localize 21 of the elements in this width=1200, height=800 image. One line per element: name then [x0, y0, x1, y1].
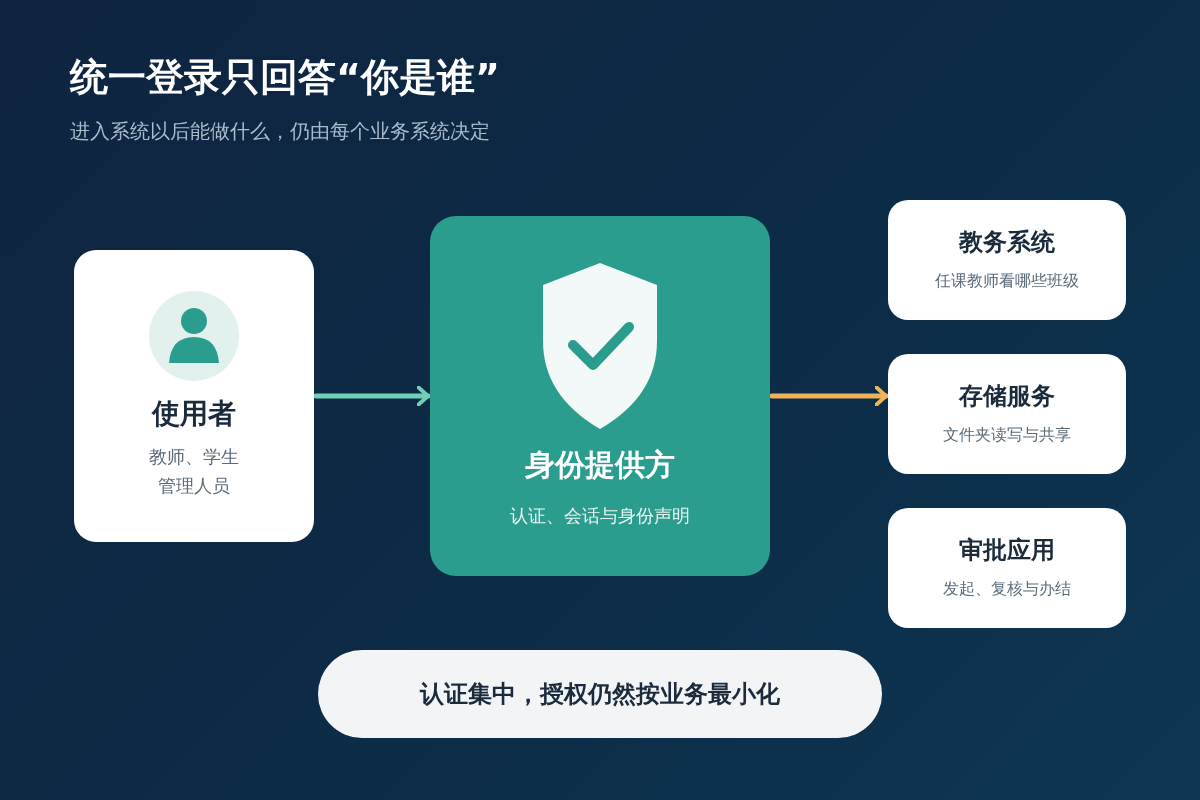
- node-title: 使用者: [152, 396, 236, 433]
- subtitle: 进入系统以后能做什么，仍由每个业务系统决定: [70, 118, 490, 145]
- node-description: 任课教师看哪些班级: [935, 270, 1079, 293]
- arrow: [769, 385, 889, 407]
- service-card: [888, 200, 1126, 320]
- user-card: [74, 250, 314, 542]
- node-title: 教务系统: [959, 227, 1055, 259]
- node-title: 存储服务: [959, 381, 1055, 413]
- node-title: 身份提供方: [525, 446, 675, 485]
- provider-card: [430, 216, 770, 576]
- node-description: 发起、复核与办结: [943, 578, 1071, 601]
- title: 统一登录只回答“你是谁”: [70, 54, 500, 101]
- node-title: 审批应用: [959, 535, 1055, 567]
- node-title: 认证集中，授权仍然按业务最小化: [420, 679, 780, 710]
- node-description: 教师、学生: [149, 445, 239, 470]
- service-card: [888, 354, 1126, 474]
- node-description: 文件夹读写与共享: [943, 424, 1071, 447]
- node-description: 认证、会话与身份声明: [510, 504, 690, 529]
- arrow: [313, 385, 431, 407]
- service-card: [888, 508, 1126, 628]
- node-description: 管理人员: [158, 474, 230, 498]
